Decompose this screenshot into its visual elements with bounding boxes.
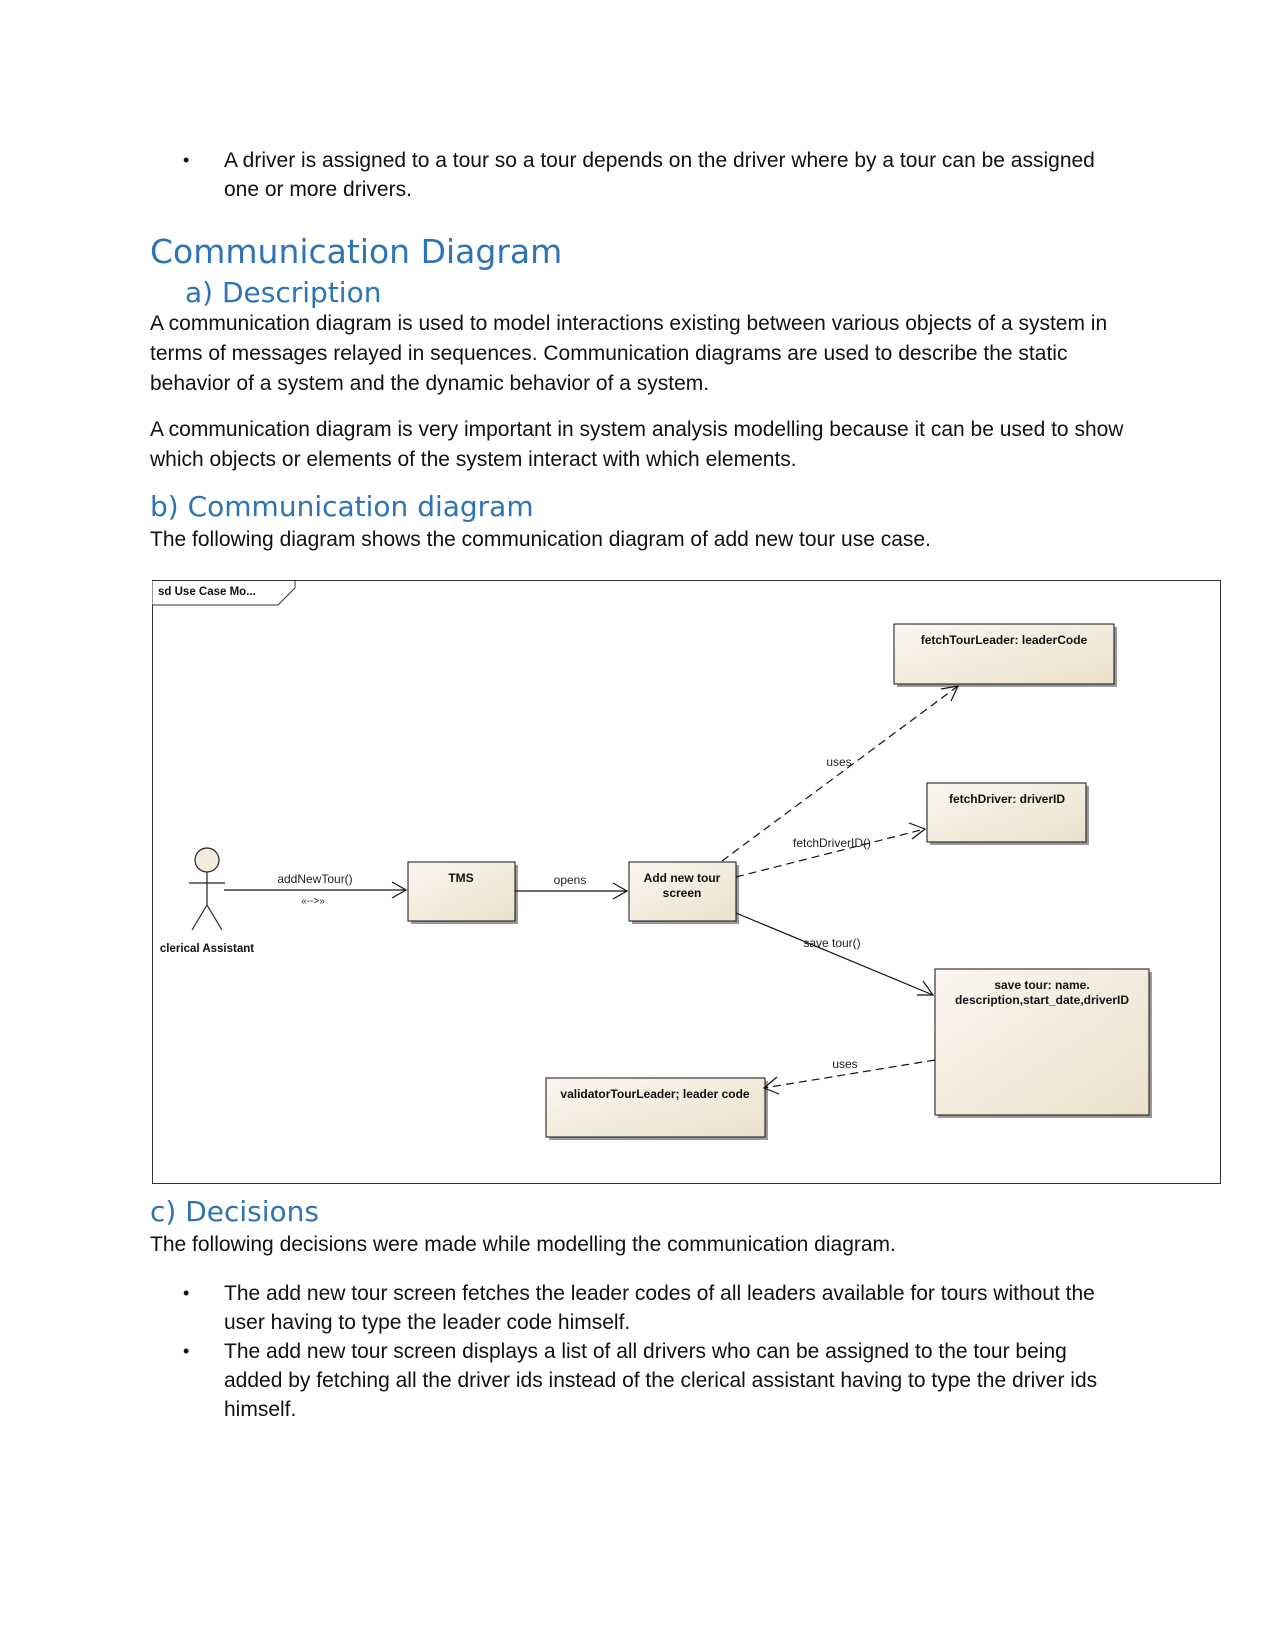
description-paragraph-1: A communication diagram is used to model… [150,312,1108,395]
node-fetch-driver-label: fetchDriver: driverID [949,792,1065,806]
arrowhead-save-tour [917,980,935,996]
heading-communication-diagram: Communication Diagram [150,232,563,271]
description-paragraph-2: A communication diagram is very importan… [150,418,1124,471]
node-fetch-tour-leader: fetchTourLeader: leaderCode [893,623,1115,685]
communication-diagram: sd Use Case Mo... clerical Assistant TMS [152,580,1221,1184]
node-add-new-tour-screen: Add new tour screen [628,861,737,922]
frame-label: sd Use Case Mo... [158,586,256,598]
node-save-tour-label-1: save tour: name. [994,978,1089,992]
bullet-item: •The add new tour screen displays a list… [183,1340,1098,1421]
arrowhead-add-new-tour [391,881,408,899]
message-fetch-driver-id: fetchDriverID() [793,836,871,850]
node-add-screen-label-2: screen [663,886,702,900]
heading-communication-diagram-sub: b) Communication diagram [150,490,534,523]
message-opens: opens [554,873,587,887]
node-fetch-leader-label: fetchTourLeader: leaderCode [921,633,1088,647]
connector-fetch-driver-id [735,828,926,878]
message-uses-leader: uses [826,755,851,769]
top-bullet-list: •A driver is assigned to a tour so a tou… [150,146,1130,204]
arrowhead-uses-leader [940,685,960,702]
diagram-intro: The following diagram shows the communic… [150,528,931,551]
actor-label: clerical Assistant [160,943,254,955]
node-add-screen-label-1: Add new tour [644,871,721,885]
node-tms-label: TMS [448,871,473,885]
decisions-bullet-list: •The add new tour screen fetches the lea… [150,1279,1130,1424]
arrowhead-opens [612,882,629,900]
actor-head-icon [194,847,220,873]
node-validator-tour-leader: validatorTourLeader; leader code [545,1077,766,1138]
node-save-tour: save tour: name. description,start_date,… [934,968,1150,1116]
heading-description: a) Description [185,276,382,309]
arrowhead-fetch-driver-id [908,822,927,840]
frame-tab [152,580,296,606]
message-add-new-tour-stereotype: «-->» [301,896,325,907]
connector-uses-leader [721,685,959,862]
actor-clerical-assistant: clerical Assistant [160,847,254,955]
message-uses-validator: uses [832,1057,857,1071]
bullet-item: •The add new tour screen fetches the lea… [183,1282,1095,1334]
decisions-intro: The following decisions were made while … [150,1233,896,1256]
bullet-item: •A driver is assigned to a tour so a tou… [183,149,1095,201]
message-add-new-tour: addNewTour() [277,872,352,886]
node-validator-label: validatorTourLeader; leader code [560,1087,749,1101]
node-save-tour-label-2: description,start_date,driverID [955,993,1129,1007]
node-tms: TMS [407,861,516,922]
arrowhead-uses-validator [762,1076,780,1095]
connector-save-tour [735,912,934,996]
heading-decisions: c) Decisions [150,1195,320,1228]
connector-uses-validator [763,1059,936,1089]
message-save-tour: save tour() [803,936,860,950]
node-fetch-driver: fetchDriver: driverID [926,782,1087,843]
